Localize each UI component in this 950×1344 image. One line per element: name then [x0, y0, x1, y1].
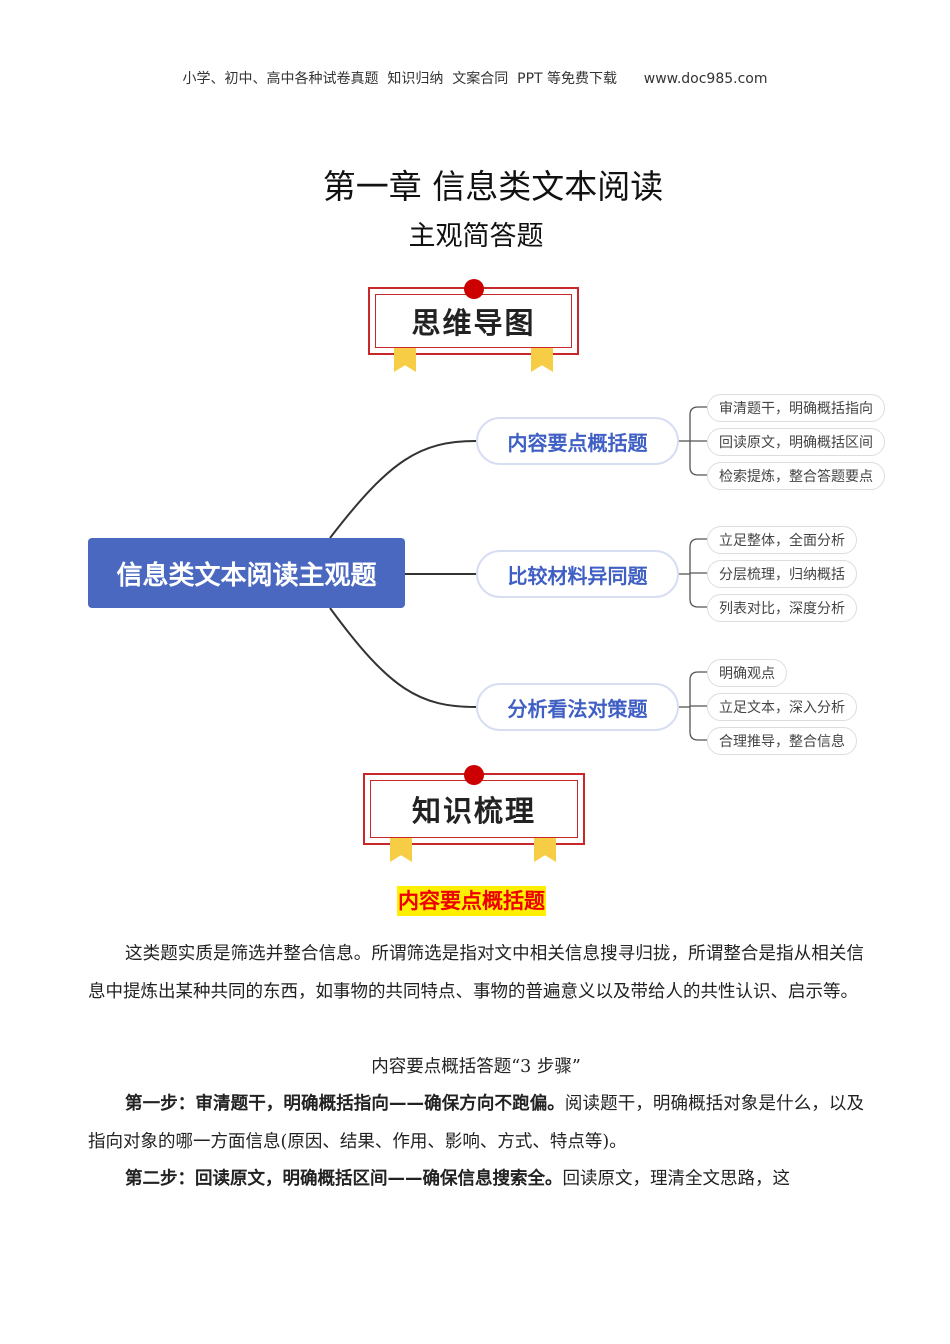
pin-icon	[464, 279, 484, 299]
step1-paragraph: 第一步：审清题干，明确概括指向——确保方向不跑偏。阅读题干，明确概括对象是什么，…	[88, 1086, 864, 1161]
ribbon-icon	[390, 838, 412, 862]
step2-text: 回读原文，理清全文思路，这	[562, 1169, 791, 1189]
leaf-node: 审清题干，明确概括指向	[707, 394, 885, 422]
step1-text: 阅读题干，明确概括对象是什么，以及指向对象的哪一方面信息(原因、结果、作用、影响…	[88, 1094, 865, 1152]
leaf-node: 立足文本，深入分析	[707, 693, 857, 721]
badge-label: 知识梳理	[411, 794, 536, 828]
ribbon-icon	[394, 348, 416, 372]
step1-heading: 第一步：审清题干，明确概括指向——确保方向不跑偏。	[125, 1094, 565, 1114]
leaf-node: 明确观点	[707, 659, 787, 687]
leaf-node: 列表对比，深度分析	[707, 594, 857, 622]
leaf-node: 分层梳理，归纳概括	[707, 560, 857, 588]
ribbon-icon	[534, 838, 556, 862]
pin-icon	[464, 765, 484, 785]
chapter-title: 第一章 信息类文本阅读	[322, 167, 664, 206]
section-heading: 内容要点概括题	[397, 886, 546, 916]
subtitle: 主观简答题	[408, 221, 544, 252]
page-header: 小学、初中、高中各种试卷真题 知识归纳 文案合同 PPT 等免费下载 www.d…	[0, 68, 950, 88]
leaf-node: 立足整体，全面分析	[707, 526, 857, 554]
mindmap-connectors	[329, 406, 707, 741]
leaf-node: 合理推导，整合信息	[707, 727, 857, 755]
ribbon-icon	[531, 348, 553, 372]
branch-node: 分析看法对策题	[476, 683, 679, 731]
leaf-node: 检索提炼，整合答题要点	[707, 462, 885, 490]
mindmap-central-node: 信息类文本阅读主观题	[88, 538, 405, 608]
header-text: 小学、初中、高中各种试卷真题 知识归纳 文案合同 PPT 等免费下载	[182, 71, 618, 87]
step2-paragraph: 第二步：回读原文，明确概括区间——确保信息搜索全。回读原文，理清全文思路，这	[88, 1161, 864, 1199]
badge-label: 思维导图	[411, 306, 536, 340]
leaf-node: 回读原文，明确概括区间	[707, 428, 885, 456]
header-site[interactable]: www.doc985.com	[643, 71, 768, 87]
steps-title: 内容要点概括答题“3 步骤”	[371, 1057, 581, 1077]
step2-heading: 第二步：回读原文，明确概括区间——确保信息搜索全。	[125, 1169, 563, 1189]
branch-node: 比较材料异同题	[476, 550, 679, 598]
intro-paragraph: 这类题实质是筛选并整合信息。所谓筛选是指对文中相关信息搜寻归拢，所谓整合是指从相…	[88, 944, 864, 1002]
branch-node: 内容要点概括题	[476, 417, 679, 465]
